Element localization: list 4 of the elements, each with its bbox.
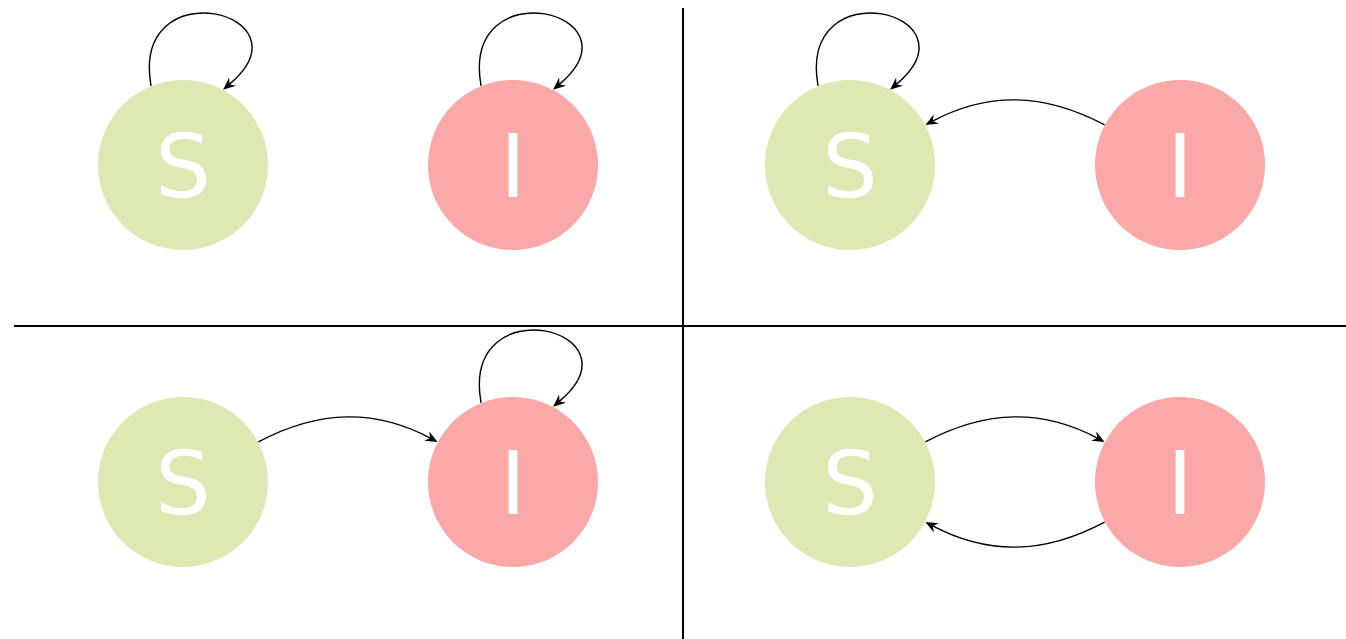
arrow [479, 12, 583, 90]
arrow [816, 12, 920, 90]
arrow [149, 12, 253, 90]
arrow [479, 329, 583, 407]
